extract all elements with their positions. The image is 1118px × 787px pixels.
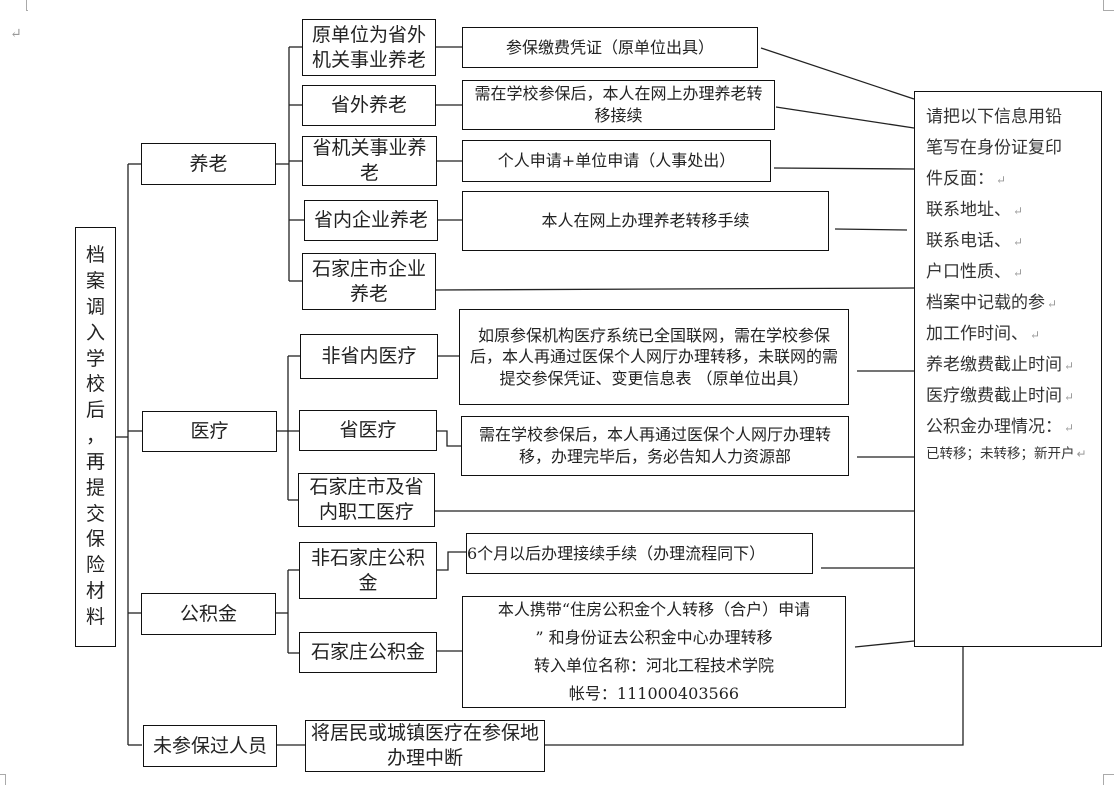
category-pension: 养老 <box>141 143 276 185</box>
fund-item-shijiazhuang: 石家庄公积金 <box>299 632 437 673</box>
info-line: 加工作时间、↵ <box>926 324 1041 344</box>
info-line: 户口性质、↵ <box>926 262 1024 282</box>
root-node: 档 案 调 入 学 校 后 ， 再 提 交 保 险 材 料 <box>75 227 116 647</box>
root-char: 险 <box>85 554 105 577</box>
root-char: 案 <box>85 270 105 293</box>
fund-note-shijiazhuang: 本人携带“住房公积金个人转移（合户）申请 ” 和身份证去公积金中心办理转移 转入… <box>462 596 846 708</box>
info-line: 笔写在身份证复印 <box>926 138 1062 158</box>
page-corner-mark <box>1103 774 1114 785</box>
root-char: ， <box>85 425 105 448</box>
pension-item-provincial-gov: 省机关事业养老 <box>302 136 437 186</box>
uninsured-note: 将居民或城镇医疗在参保地办理中断 <box>305 720 545 772</box>
pension-item-outside-gov: 原单位为省外机关事业养老 <box>302 19 436 76</box>
root-char: 提 <box>85 476 105 499</box>
fund-note-line: 本人携带“住房公积金个人转移（合户）申请 <box>497 600 811 619</box>
fund-item-outside: 非石家庄公积金 <box>299 542 437 599</box>
medical-item-outside: 非省内医疗 <box>300 334 438 379</box>
root-char: 料 <box>85 605 105 628</box>
page-corner-mark <box>1103 0 1114 11</box>
root-char: 入 <box>85 321 105 344</box>
category-medical: 医疗 <box>142 411 277 452</box>
category-housing-fund: 公积金 <box>141 593 276 635</box>
root-char: 学 <box>85 347 105 370</box>
medical-item-shijiazhuang: 石家庄市及省内职工医疗 <box>298 473 435 527</box>
pension-note-certificate: 参保缴费凭证（原单位出具） <box>462 27 758 68</box>
pension-note-application: 个人申请+单位申请（人事处出） <box>462 140 771 182</box>
page-corner-mark <box>0 774 6 785</box>
root-char: 再 <box>85 450 105 473</box>
info-options: 已转移；未转移；新开户↵ <box>926 446 1087 462</box>
fund-note-outside: 6个月以后办理接续手续（办理流程同下） <box>466 533 813 574</box>
info-line: 养老缴费截止时间↵ <box>926 355 1075 375</box>
medical-item-provincial: 省医疗 <box>299 410 437 451</box>
root-char: 调 <box>85 295 105 318</box>
fund-note-line: ” 和身份证去公积金中心办理转移 <box>535 628 773 647</box>
info-line: 档案中记载的参↵ <box>926 293 1058 313</box>
page-corner-mark <box>26 0 28 11</box>
pension-item-outside: 省外养老 <box>302 85 436 126</box>
medical-note-provincial: 需在学校参保后，本人再通过医保个人网厅办理转移，办理完毕后，务必告知人力资源部 <box>461 416 849 476</box>
fund-note-account: 帐号：111000403566 <box>568 684 740 703</box>
info-line: 请把以下信息用铅 <box>926 107 1062 127</box>
paragraph-mark: ↵ <box>10 26 22 42</box>
info-line: 联系地址、↵ <box>926 200 1024 220</box>
pension-item-shijiazhuang-enterprise: 石家庄市企业养老 <box>302 253 436 310</box>
fund-note-line: 转入单位名称：河北工程技术学院 <box>533 656 774 675</box>
root-char: 档 <box>85 244 105 267</box>
pension-note-transfer-online: 需在学校参保后，本人在网上办理养老转移接续 <box>462 80 775 130</box>
pension-item-provincial-enterprise: 省内企业养老 <box>304 200 438 241</box>
pension-note-online-procedure: 本人在网上办理养老转移手续 <box>462 191 829 251</box>
info-line: 医疗缴费截止时间↵ <box>926 386 1075 406</box>
root-char: 校 <box>85 373 105 396</box>
info-instructions-box: 请把以下信息用铅 笔写在身份证复印 件反面：↵ 联系地址、↵ 联系电话、↵ 户口… <box>914 91 1102 647</box>
root-char: 保 <box>85 528 105 551</box>
root-char: 材 <box>85 580 105 603</box>
category-uninsured: 未参保过人员 <box>143 725 277 767</box>
info-line: 公积金办理情况：↵ <box>926 417 1075 437</box>
info-line: 件反面：↵ <box>926 169 1007 189</box>
root-char: 交 <box>85 502 105 525</box>
info-line: 联系电话、↵ <box>926 231 1024 251</box>
root-char: 后 <box>85 399 105 422</box>
medical-note-outside: 如原参保机构医疗系统已全国联网，需在学校参保后，本人再通过医保个人网厅办理转移，… <box>459 309 849 405</box>
